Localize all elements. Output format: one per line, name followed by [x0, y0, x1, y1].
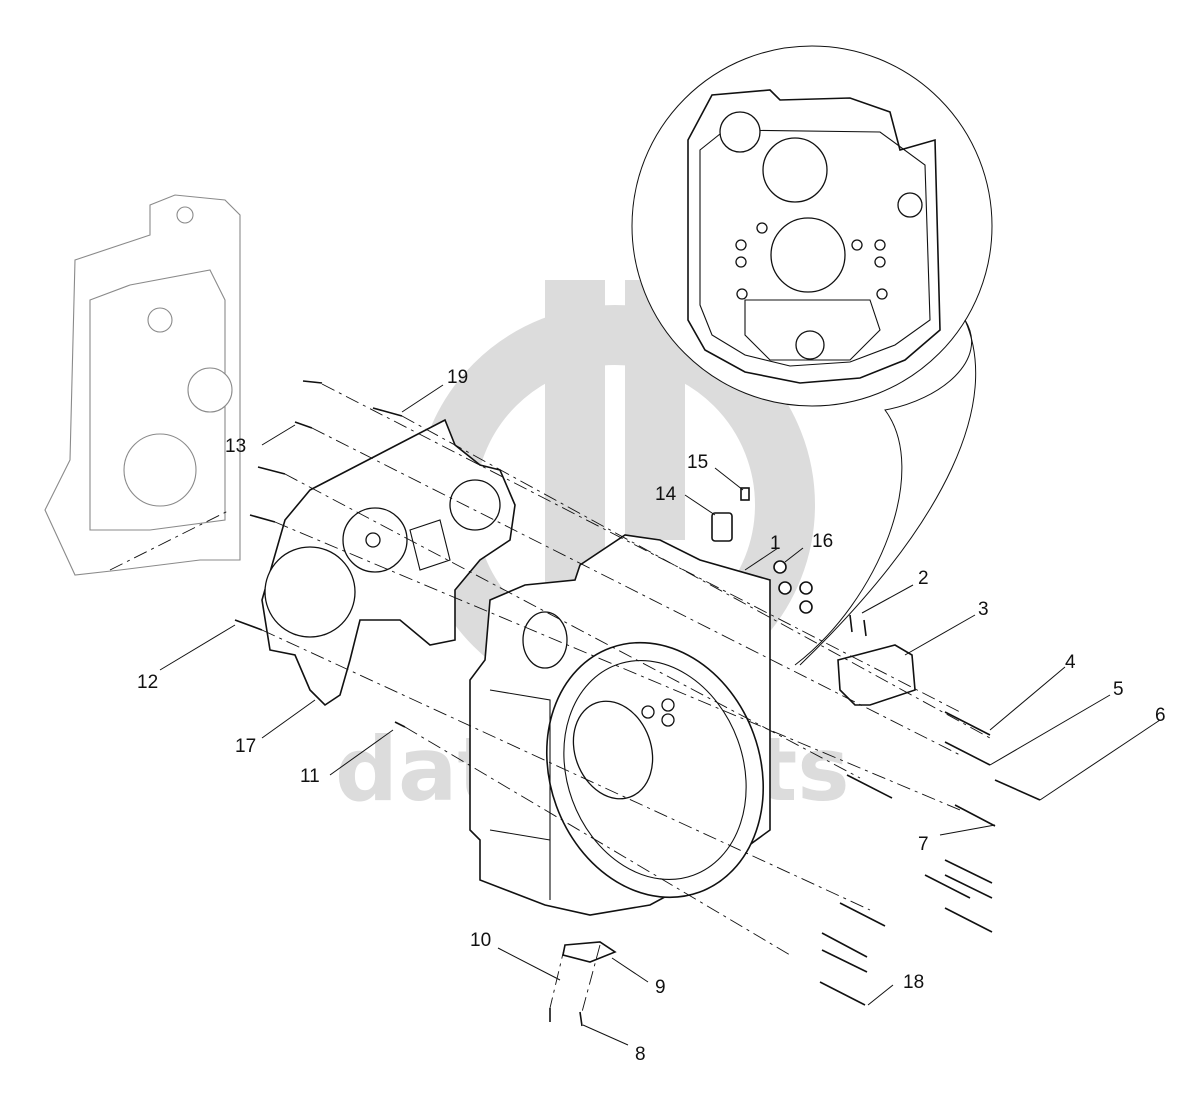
callout-label: 17	[235, 736, 256, 757]
callout-label: 4	[1065, 652, 1076, 673]
bolts	[234, 380, 1041, 1027]
callout-label: 11	[300, 766, 320, 787]
gasket-plate	[261, 418, 516, 707]
callout-label: 18	[903, 972, 924, 993]
callout-label: 1	[770, 533, 781, 554]
callout-label: 10	[470, 930, 491, 951]
callout-label: 16	[812, 531, 833, 552]
sensor	[711, 512, 733, 542]
callout-labels: 1 2 3 4 5 6 7 8 9 10 11 12 13 14 15 16 1…	[137, 367, 1166, 1065]
callout-label: 7	[918, 834, 929, 855]
callout-label: 14	[655, 484, 677, 505]
callout-label: 13	[225, 436, 246, 457]
leader-lines	[159, 384, 1161, 1046]
callout-label: 2	[918, 568, 929, 589]
assembly-centerlines	[261, 383, 991, 1013]
sensor-screw	[740, 487, 750, 501]
callout-label: 15	[687, 452, 708, 473]
bracket	[837, 644, 916, 706]
plugs	[773, 560, 813, 614]
callout-label: 8	[635, 1044, 646, 1065]
engine-block-reference	[44, 194, 241, 576]
callout-label: 3	[978, 599, 989, 620]
flywheel-housing	[469, 534, 771, 916]
cover-plate	[562, 941, 617, 963]
callout-label: 6	[1155, 705, 1166, 726]
callout-label: 5	[1113, 679, 1124, 700]
detail-view	[631, 45, 993, 666]
callout-label: 12	[137, 672, 158, 693]
callout-label: 19	[447, 367, 468, 388]
callout-label: 9	[655, 977, 666, 998]
